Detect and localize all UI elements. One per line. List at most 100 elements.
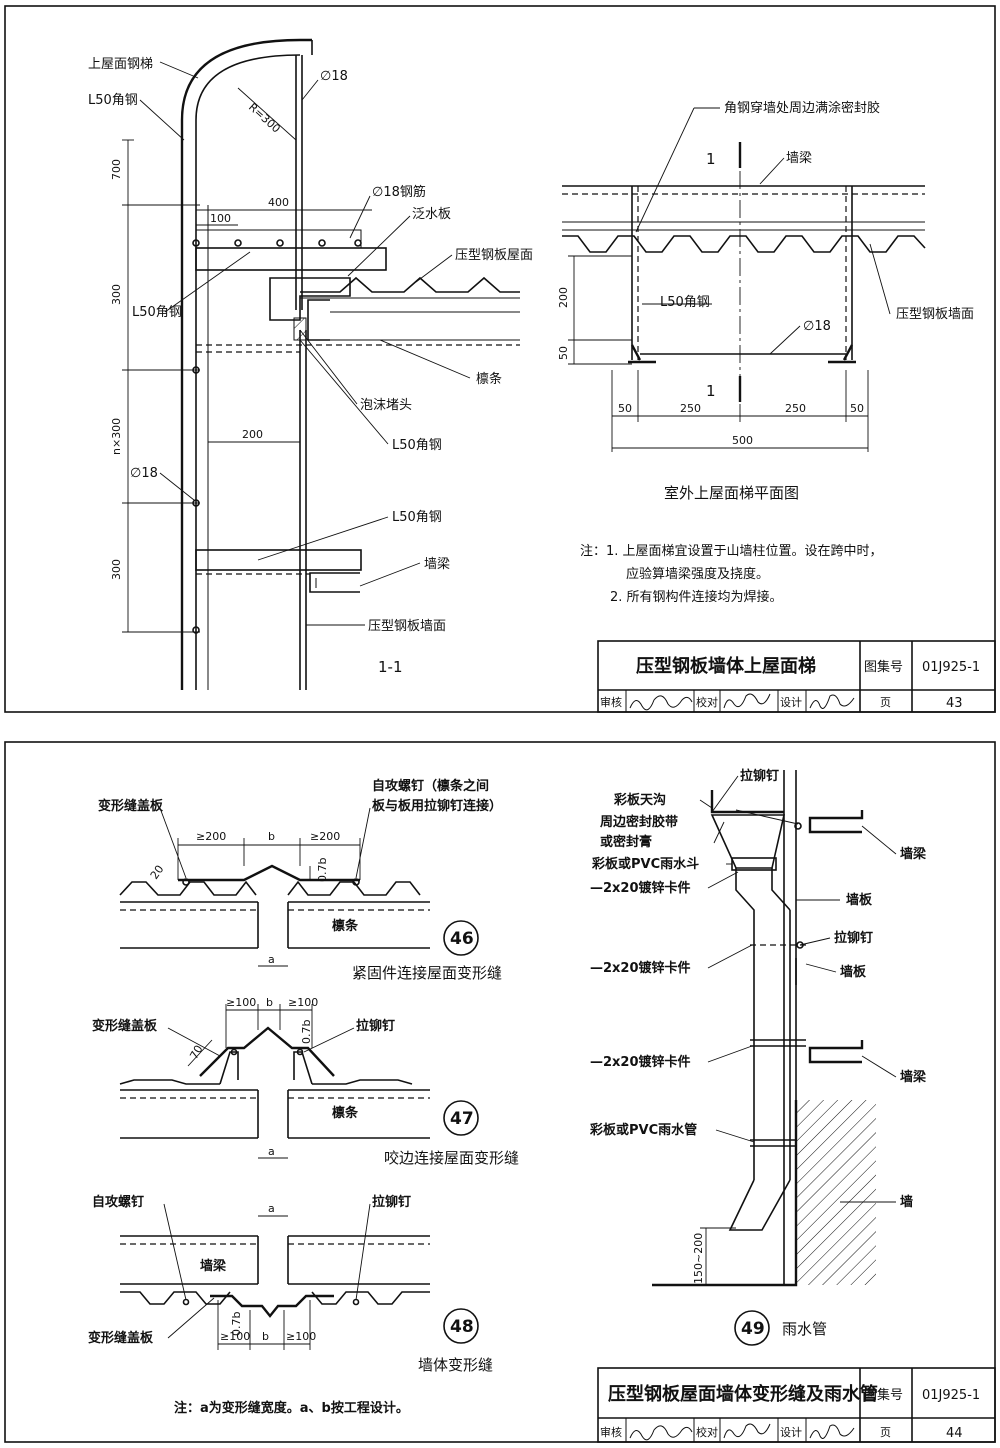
d47-rivet-right: [296, 1048, 304, 1056]
d46-caption: 紧固件连接屋面变形缝: [352, 964, 502, 982]
plan-dim-50: 50: [557, 346, 570, 360]
d46-roof-panel: [119, 880, 421, 896]
d48-cover-plate: [210, 1294, 334, 1318]
plan-label-wall-panel: 压型钢板墙面: [896, 307, 974, 322]
d47-dim-ticks: [225, 1004, 313, 1048]
d46-dim-ge200-l: ≥200: [196, 830, 226, 843]
d47-number-circle: [443, 1100, 479, 1136]
note-line-1: 注：1. 上屋面梯宜设置于山墙柱位置。设在跨中时，: [580, 544, 883, 559]
d49-number-circle: [734, 1310, 770, 1346]
label-rebar: ∅18钢筋: [372, 184, 426, 200]
plan-dim-250-right: 250: [785, 402, 806, 415]
d47-leader-cover: [167, 1027, 221, 1057]
d49-hopper: [710, 814, 786, 869]
tb43-page-label: 页: [880, 696, 891, 709]
d48-caption: 墙体变形缝: [418, 1356, 493, 1374]
dim-ticks-left: [122, 139, 200, 633]
d49-pipe-elbow: [735, 868, 791, 1180]
wall-beam-c-section: [309, 572, 360, 593]
d49-pipe-shoe: [728, 1179, 791, 1231]
detail-47: 檩条 ≥100 b ≥100 0.7b 70 a 变形缝盖板 拉铆钉 47 咬边…: [92, 996, 519, 1167]
d47-seam-left: [219, 1051, 239, 1085]
tb43-signature-design: [809, 694, 855, 709]
d46-screw-right: [352, 878, 360, 886]
plan-foot-left: [628, 344, 656, 364]
d46-dim-ticks: [177, 838, 361, 880]
sheet-43-notes: 注：1. 上屋面梯宜设置于山墙柱位置。设在跨中时， 应验算墙梁强度及挠度。 2.…: [580, 544, 883, 605]
d47-label-rivet: 拉铆钉: [356, 1018, 395, 1034]
label-rod-dia: ∅18: [320, 69, 348, 84]
section-1-1: 700 300 n×300 300 400 100 200 R=300: [88, 38, 533, 690]
d47-caption: 咬边连接屋面变形缝: [384, 1149, 519, 1167]
d48-label-screw: 自攻螺钉: [92, 1194, 144, 1210]
d46-dim-07b: 0.7b: [316, 858, 329, 882]
sheet-44-note: 注：a为变形缝宽度。a、b按工程设计。: [174, 1400, 409, 1416]
d48-leader-cover: [167, 1297, 215, 1339]
leaders-section: [139, 61, 471, 626]
d49-leaders: [699, 775, 897, 1203]
d47-dim-a: a: [268, 1145, 275, 1158]
detail-49: 150~200 拉铆钉 彩板天沟 周边密封胶带: [589, 768, 927, 1346]
plan-dim-250-left: 250: [680, 402, 701, 415]
foam-plug: [293, 317, 307, 341]
plan-section-1-bot: 1: [706, 382, 716, 400]
d48-label-rivet: 拉铆钉: [372, 1194, 411, 1210]
d46-label-screw-1: 自攻螺钉（檩条之间: [372, 778, 489, 794]
d46-dim-a: a: [268, 953, 275, 966]
plan-dim-vert-ticks: [568, 255, 632, 365]
dim-400: 400: [268, 196, 289, 209]
d47-cover-plate: [199, 1026, 335, 1077]
d49-label-pipe: 彩板或PVC雨水管: [589, 1122, 697, 1138]
dim-radius: R=300: [246, 101, 283, 136]
d46-dim-ge200-r: ≥200: [310, 830, 340, 843]
ladder-curve-inner: [195, 54, 301, 150]
d49-wall-beam-bot: [808, 1040, 864, 1064]
detail-46: 檩条 ≥200 b ≥200 0.7b 20 a 变形缝盖板 自攻螺钉（檩条之间…: [98, 778, 502, 982]
d47-label-cover: 变形缝盖板: [92, 1018, 158, 1034]
d48-dim-ge100-l: ≥100: [220, 1330, 250, 1343]
d49-dim-150-200: 150~200: [692, 1233, 705, 1284]
angle-steel-mid: [195, 247, 387, 271]
d48-screw-left: [182, 1298, 190, 1306]
plan-leaders: [635, 107, 891, 355]
d48-dim-a: a: [268, 1202, 275, 1215]
d49-label-seal-2: 或密封膏: [600, 834, 652, 850]
label-angle-bottom: L50角钢: [392, 510, 442, 525]
tb43-page: 43: [946, 696, 963, 711]
radius-line: [237, 87, 297, 141]
detail-48: 墙梁 a ≥100 b ≥100 0.7b 自攻螺钉 拉铆钉 变形缝盖板 48: [88, 1194, 493, 1374]
d48-label-beam: 墙梁: [200, 1258, 227, 1274]
note-line-2: 应验算墙梁强度及挠度。: [626, 566, 769, 582]
plan-view: 1 1 200 50 50 250 250 50 500: [557, 100, 974, 502]
d47-label-purlin: 檩条: [332, 1105, 359, 1121]
rebar-dots: [192, 239, 362, 247]
sheet-44-titleblock: 压型钢板屋面墙体变形缝及雨水管 图集号 01J925-1 审核 校对 设计 页 …: [597, 1367, 996, 1443]
d46-label-screw-2: 板与板用拉铆钉连接）: [372, 798, 502, 814]
plan-dim-bottom-ticks: [611, 370, 869, 452]
d47-dim-07b: 0.7b: [300, 1020, 313, 1044]
d48-number-circle: [443, 1308, 479, 1344]
d48-dim-07b: 0.7b: [230, 1312, 243, 1336]
tb44-page: 44: [946, 1426, 963, 1441]
d49-wall-beam-top: [808, 810, 864, 834]
tb43-signature-review: [629, 695, 693, 711]
label-purlin: 檩条: [476, 371, 502, 387]
plan-dim-50-left: 50: [618, 402, 632, 415]
d49-ground-line: [652, 1100, 798, 1287]
dim-100: 100: [210, 212, 231, 225]
d47-leader-rivet: [303, 1027, 355, 1053]
d48-dim-ge100-r: ≥100: [286, 1330, 316, 1343]
label-angle-low: L50角钢: [392, 438, 442, 453]
plan-label-rod: ∅18: [803, 319, 831, 334]
sheet-44-frame: [4, 741, 996, 1443]
label-wall-beam: 墙梁: [424, 557, 450, 572]
plan-dim-200: 200: [557, 287, 570, 308]
plan-label-wall-beam: 墙梁: [786, 151, 812, 166]
dim-300b: 300: [110, 559, 123, 580]
tb44-atlas-label: 图集号: [864, 1387, 903, 1403]
d48-dim-ticks: [217, 1300, 311, 1350]
plan-label-angle: L50角钢: [660, 295, 710, 310]
tb43-review: 审核: [600, 695, 622, 709]
rung-3: [192, 626, 200, 634]
sheet-43-titleblock: 压型钢板墙体上屋面梯 图集号 01J925-1 审核 校对 设计 页 43: [597, 640, 996, 713]
